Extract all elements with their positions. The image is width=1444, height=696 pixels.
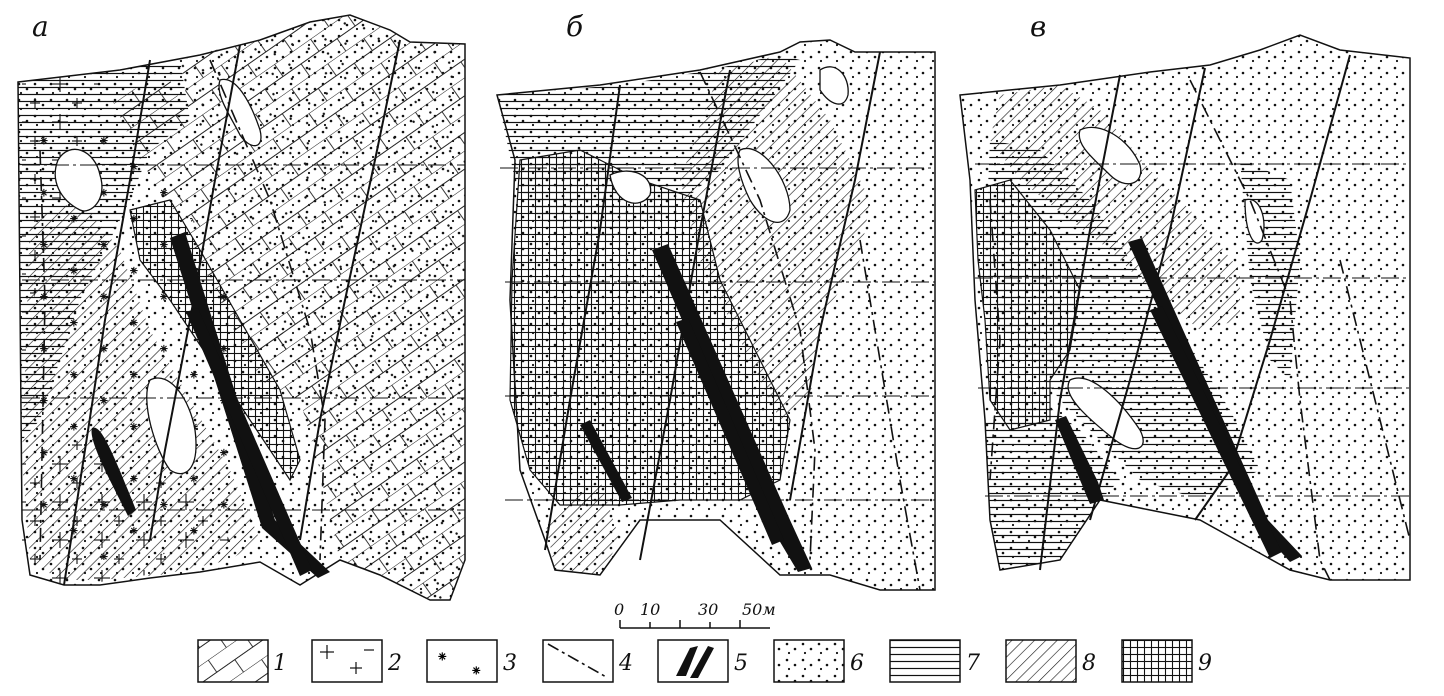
black-vein xyxy=(170,232,330,578)
lens xyxy=(1067,377,1144,450)
fault-dashdot xyxy=(209,59,326,561)
fault xyxy=(1089,67,1206,521)
unit-3-asterisks xyxy=(30,120,260,560)
legend-swatch-3 xyxy=(426,639,498,683)
legend-asterisk: ⁕ xyxy=(470,662,483,680)
unit-1-brick-dotted xyxy=(180,15,465,600)
legend-number-3: 3 xyxy=(503,651,517,676)
section-v: в xyxy=(959,10,1411,581)
fault-dashdot xyxy=(989,199,1001,481)
lens xyxy=(609,170,652,204)
legend-swatch-6 xyxy=(773,639,845,683)
legend-number-7: 7 xyxy=(966,651,980,676)
scale-tick-50: 50м xyxy=(742,600,776,619)
legend-number-4: 4 xyxy=(618,651,633,676)
legend-swatch-1 xyxy=(197,639,269,683)
fault xyxy=(63,59,151,586)
panel-label-a: а xyxy=(32,10,49,43)
fault xyxy=(1039,74,1121,571)
lens xyxy=(1244,198,1265,244)
unit-9-crosshatch xyxy=(974,179,1081,431)
lens xyxy=(819,66,849,105)
legend-swatch-7 xyxy=(889,639,961,683)
unit-7-horizontal xyxy=(985,140,1260,500)
unit-7-horizontal xyxy=(985,400,1120,570)
legend-fault-line xyxy=(547,643,609,679)
fault-dashdot xyxy=(699,71,816,561)
level-lines xyxy=(22,164,465,511)
scale-bar: 0 10 30 50м xyxy=(614,600,776,629)
legend-number-8: 8 xyxy=(1082,651,1096,676)
fault-dashdot xyxy=(859,239,921,591)
black-vein xyxy=(652,244,812,572)
black-vein xyxy=(91,427,136,516)
legend-vein xyxy=(676,646,698,676)
legend: 1 2 ⁕ ⁕ 3 4 5 6 7 8 9 xyxy=(197,639,1212,683)
legend-swatch-2 xyxy=(311,639,383,683)
legend-swatch-9 xyxy=(1121,639,1193,683)
legend-number-2: 2 xyxy=(387,651,402,676)
fault xyxy=(299,39,401,541)
lens xyxy=(218,78,262,147)
unit-8-diagonal xyxy=(990,85,1240,330)
scale-tick-0: 0 xyxy=(614,600,624,619)
fault xyxy=(544,84,621,551)
legend-number-6: 6 xyxy=(850,651,864,676)
scale-tick-30: 30 xyxy=(698,600,718,619)
panel-label-b: б xyxy=(566,10,584,43)
legend-number-9: 9 xyxy=(1198,651,1212,676)
legend-swatch-8 xyxy=(1005,639,1077,683)
legend-crosses xyxy=(320,645,374,674)
unit-8-diagonal xyxy=(680,55,870,420)
legend-vein xyxy=(690,646,714,678)
fault-dashdot xyxy=(1189,79,1331,581)
section-a: а xyxy=(17,10,466,601)
legend-number-5: 5 xyxy=(734,651,748,676)
fault xyxy=(789,51,881,501)
black-vein xyxy=(186,308,312,576)
fault-dashdot xyxy=(1339,259,1411,541)
black-vein xyxy=(580,420,632,502)
section-b: б xyxy=(496,10,936,591)
fault xyxy=(1194,54,1351,521)
scale-tick-10: 10 xyxy=(640,600,660,619)
black-vein xyxy=(676,318,784,545)
black-vein xyxy=(1055,416,1104,504)
black-vein xyxy=(1150,306,1282,558)
lens xyxy=(737,147,791,223)
legend-asterisk: ⁕ xyxy=(436,648,449,666)
legend-number-1: 1 xyxy=(273,651,287,676)
panel-label-v: в xyxy=(1030,10,1046,43)
black-vein xyxy=(1128,238,1302,562)
